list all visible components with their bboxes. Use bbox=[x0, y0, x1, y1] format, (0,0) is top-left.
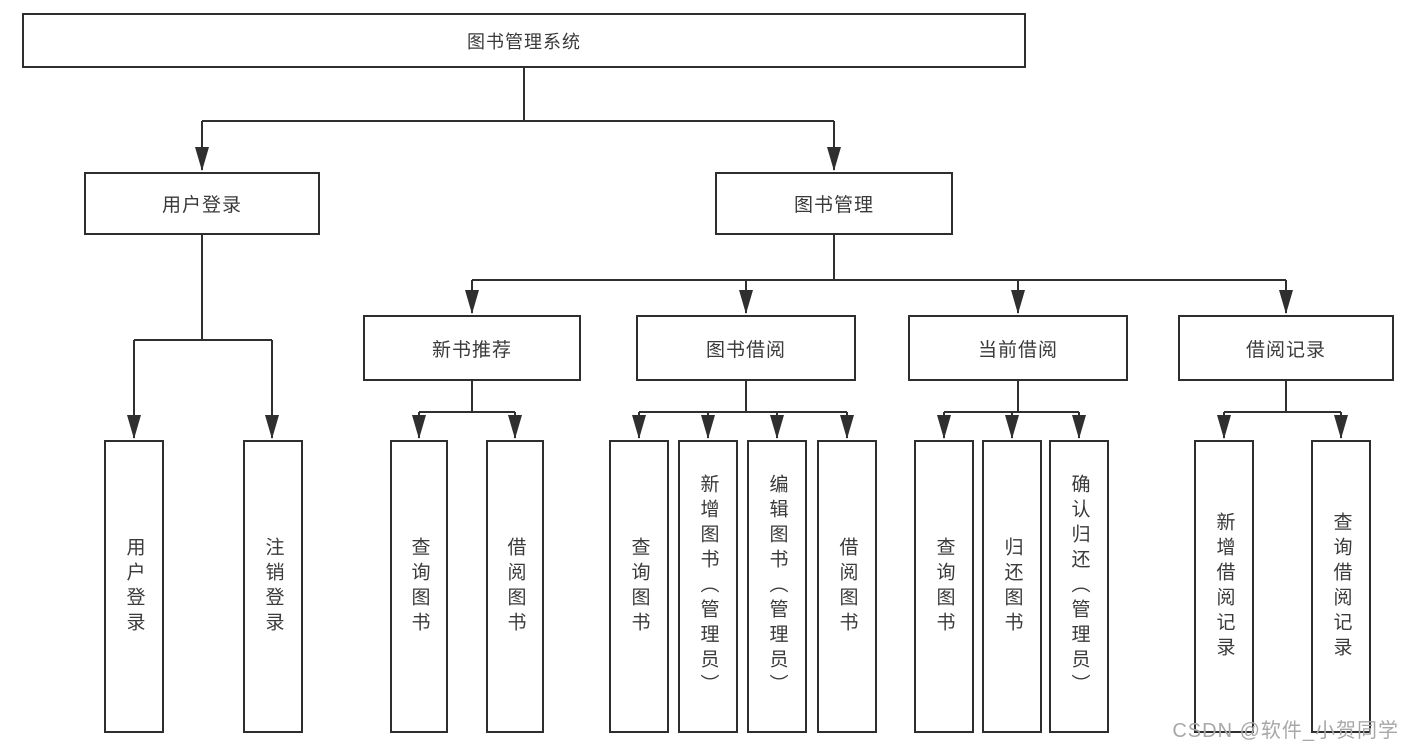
node-user-login: 用户登录 bbox=[84, 172, 320, 235]
node-query-book-current: 查询图书 bbox=[914, 440, 974, 733]
node-add-borrow-record: 新增借阅记录 bbox=[1194, 440, 1254, 733]
node-current-borrow: 当前借阅 bbox=[908, 315, 1128, 381]
node-logout: 注销登录 bbox=[243, 440, 303, 733]
node-borrow-record: 借阅记录 bbox=[1178, 315, 1394, 381]
csdn-watermark: CSDN @软件_小贺同学 bbox=[1172, 720, 1399, 742]
node-book-borrow: 图书借阅 bbox=[636, 315, 856, 381]
node-user-login-leaf: 用户登录 bbox=[104, 440, 164, 733]
node-book-management: 图书管理 bbox=[715, 172, 953, 235]
node-borrow-book-recommend: 借阅图书 bbox=[486, 440, 544, 733]
node-confirm-return-admin: 确认归还（管理员） bbox=[1049, 440, 1109, 733]
node-new-book-recommend: 新书推荐 bbox=[363, 315, 581, 381]
node-query-book-borrow: 查询图书 bbox=[609, 440, 669, 733]
node-query-book-recommend: 查询图书 bbox=[390, 440, 448, 733]
node-root-system: 图书管理系统 bbox=[22, 13, 1026, 68]
node-edit-book-admin: 编辑图书（管理员） bbox=[747, 440, 807, 733]
node-return-book: 归还图书 bbox=[982, 440, 1042, 733]
node-borrow-book-leaf: 借阅图书 bbox=[817, 440, 877, 733]
node-query-borrow-record: 查询借阅记录 bbox=[1311, 440, 1371, 733]
node-add-book-admin: 新增图书（管理员） bbox=[678, 440, 738, 733]
